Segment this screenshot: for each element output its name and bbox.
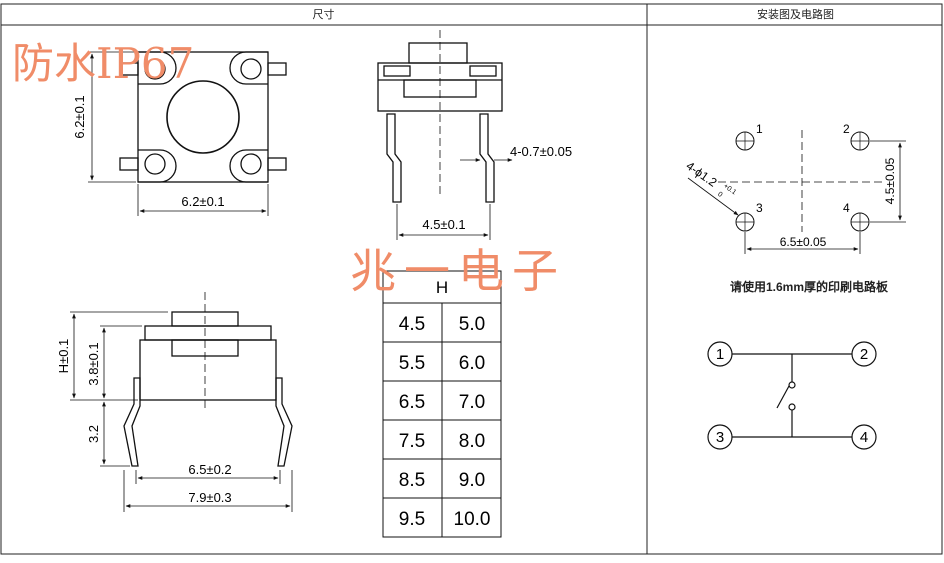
watermark-waterproof: 防水IP67 <box>12 39 194 88</box>
pcb-hole-dim: 4-ϕ1.2 +0.1 0 <box>684 159 738 199</box>
front-view-pin-right <box>479 113 495 203</box>
pocket-bl <box>138 149 177 183</box>
front-view <box>377 30 513 240</box>
h-table-cell: 7.0 <box>459 392 485 413</box>
front-view-actuator <box>408 42 468 64</box>
pocket-tr <box>229 51 268 85</box>
pocket-tl <box>138 51 177 85</box>
h-table-cell: 4.5 <box>399 314 425 335</box>
pin-stub-bl <box>119 157 139 171</box>
h-table-cell: 6.5 <box>399 392 425 413</box>
side-view <box>70 292 293 512</box>
mount-hole-bl <box>144 153 166 175</box>
side-view-pin-length-dim: 3.2 <box>86 425 101 443</box>
terminal-label: 2 <box>860 346 868 363</box>
mount-hole-tl <box>144 58 166 80</box>
pcb-hole-label: 1 <box>756 122 763 136</box>
switch-blade <box>776 385 790 409</box>
side-view-overall-width-dim: 7.9±0.3 <box>188 490 231 505</box>
pcb-note: 请使用1.6mm厚的印刷电路板 <box>730 279 889 294</box>
side-view-pin-spacing-dim: 6.5±0.2 <box>188 462 231 477</box>
h-table-cell: 9.0 <box>459 470 485 491</box>
h-table-cell: 7.5 <box>399 431 425 452</box>
h-table-cells: 4.5 5.0 5.5 6.0 6.5 7.0 7.5 8.0 8.5 9.0 … <box>399 314 491 530</box>
h-table-cell: 10.0 <box>454 509 491 530</box>
top-view-body <box>137 51 269 183</box>
switch-contact-top <box>788 381 796 389</box>
terminal-label: 3 <box>716 429 724 446</box>
h-table-cell: 8.5 <box>399 470 425 491</box>
h-table-cell: 5.5 <box>399 353 425 374</box>
pocket-br <box>229 149 268 183</box>
front-view-pin-spacing-dim: 4.5±0.1 <box>422 217 465 232</box>
side-view-top-body <box>144 325 272 341</box>
circuit-terminal-labels: 1 2 3 4 <box>716 346 868 446</box>
h-table <box>382 270 502 538</box>
h-table-cell: 5.0 <box>459 314 485 335</box>
pcb-layout <box>687 130 906 254</box>
pin-stub-tl <box>119 62 139 76</box>
side-view-body <box>139 339 277 401</box>
top-view-height-dim: 6.2±0.1 <box>72 95 87 138</box>
circuit <box>707 341 877 450</box>
front-view-tab-left <box>383 65 411 77</box>
pcb-hole-label: 4 <box>843 201 850 215</box>
front-view-tab-right <box>469 65 497 77</box>
side-view-total-height-dim: H±0.1 <box>56 339 71 374</box>
front-view-pin-left <box>386 113 402 203</box>
pcb-horizontal-dim: 6.5±0.05 <box>780 235 827 249</box>
mount-hole-tr <box>240 58 262 80</box>
mount-hole-br <box>240 153 262 175</box>
h-table-cell: 8.0 <box>459 431 485 452</box>
top-view <box>88 51 287 216</box>
front-view-body <box>377 62 503 112</box>
switch-contact-bottom <box>788 403 796 411</box>
terminal-label: 1 <box>716 346 724 363</box>
pcb-vertical-dim: 4.5±0.05 <box>883 157 897 204</box>
install-circuit-header: 安装图及电路图 <box>757 9 834 21</box>
side-view-leg-left <box>123 377 141 467</box>
h-table-cell: 6.0 <box>459 353 485 374</box>
pcb-hole-labels: 1 2 3 4 <box>756 122 850 215</box>
terminal-label: 4 <box>860 429 868 446</box>
front-view-pin-width-dim: 4-0.7±0.05 <box>510 144 572 159</box>
pcb-hole-tol-lower: 0 <box>716 191 723 199</box>
top-view-actuator <box>166 80 240 154</box>
pin-stub-br <box>267 157 287 171</box>
h-table-cell: 9.5 <box>399 509 425 530</box>
side-view-body-height-dim: 3.8±0.1 <box>86 342 101 385</box>
watermark-company: 兆一电子 <box>350 244 566 298</box>
pcb-hole-label: 2 <box>843 122 850 136</box>
top-view-width-dim: 6.2±0.1 <box>181 194 224 209</box>
dimensions-header: 尺寸 <box>312 9 335 21</box>
pcb-hole-label: 3 <box>756 201 763 215</box>
side-view-leg-right <box>275 377 293 467</box>
outer-border <box>0 3 943 555</box>
pcb-hole-tol-upper: +0.1 <box>722 183 737 197</box>
h-table-header: H <box>436 278 448 297</box>
pcb-hole-dim-text: 4-ϕ1.2 <box>684 159 720 190</box>
pin-stub-tr <box>267 62 287 76</box>
